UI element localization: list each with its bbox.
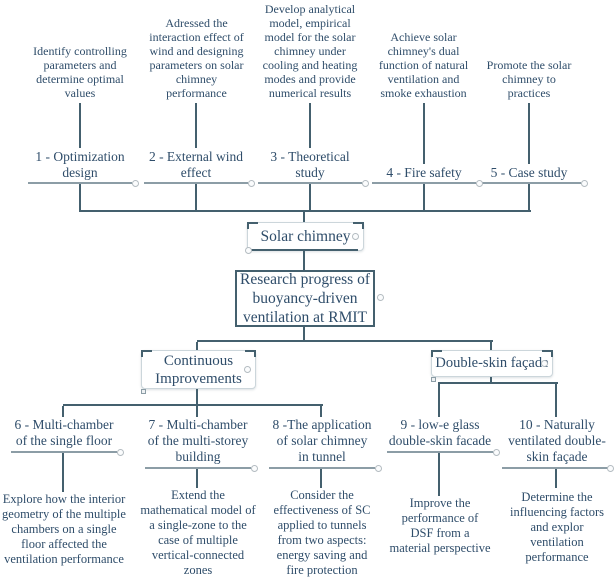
solar-chimney-box[interactable]: Solar chimney — [245, 222, 364, 254]
connector-line — [79, 184, 81, 210]
endpoint-handle[interactable] — [476, 180, 483, 187]
endpoint-handle[interactable] — [493, 449, 500, 456]
branch-3-label[interactable]: 3 - Theoretical study — [270, 149, 350, 180]
endpoint-handle[interactable] — [607, 465, 614, 472]
connector-line — [438, 384, 440, 417]
selection-handle[interactable] — [431, 377, 436, 382]
branch-1-label[interactable]: 1 - Optimization design — [35, 149, 125, 180]
selection-corner-icon — [141, 350, 152, 357]
root-box[interactable]: Research progress of buoyancy-driven ven… — [235, 270, 375, 327]
endpoint-handle[interactable] — [375, 465, 382, 472]
branch-10-description[interactable]: Determine the influencing factors and ex… — [509, 490, 605, 564]
connector-line — [62, 453, 64, 492]
connector-line — [423, 103, 425, 164]
connector-line — [490, 342, 492, 350]
branch-9-description[interactable]: Improve the performance of DSF from a ma… — [389, 496, 491, 555]
connector-line — [303, 251, 305, 270]
branch-10-label[interactable]: 10 - Naturally ventilated double- skin f… — [508, 417, 606, 464]
bus-line-top — [79, 210, 531, 212]
connector-line — [555, 469, 557, 488]
solar-chimney-label: Solar chimney — [260, 227, 351, 245]
selection-corner-icon — [245, 350, 256, 357]
connector-line — [79, 103, 81, 148]
box-bottom-line — [250, 249, 358, 251]
branch-9-label[interactable]: 9 - low-e glass double-skin facade — [388, 417, 492, 448]
selection-handle[interactable] — [141, 389, 146, 394]
selection-handle[interactable] — [245, 247, 252, 254]
branch-6-description[interactable]: Explore how the interior geometry of the… — [2, 492, 126, 566]
selection-corner-icon — [353, 222, 364, 229]
connector-line — [196, 469, 198, 488]
bus-line-groups — [197, 340, 493, 342]
branch-4-description[interactable]: Achieve solar chimney's dual function of… — [378, 30, 469, 100]
label-underline — [144, 182, 248, 184]
group-box-continuous-improvements[interactable]: Continuous Improvements — [141, 350, 256, 394]
selection-handle[interactable] — [541, 359, 548, 367]
label-underline — [477, 182, 581, 184]
endpoint-handle[interactable] — [117, 449, 124, 456]
connector-line — [309, 184, 311, 210]
connector-line — [309, 103, 311, 148]
label-underline — [145, 467, 251, 469]
connector-line — [528, 184, 530, 210]
branch-6-label[interactable]: 6 - Multi-chamber of the single floor — [14, 417, 114, 448]
branch-8-label[interactable]: 8 -The application of solar chimney in t… — [272, 417, 372, 464]
connector-line — [62, 406, 64, 417]
endpoint-handle[interactable] — [251, 465, 258, 472]
label-underline — [11, 451, 117, 453]
connector-line — [555, 384, 557, 417]
connector-line — [303, 327, 305, 340]
connector-line — [195, 103, 197, 148]
connector-line — [196, 342, 198, 350]
label-underline — [269, 467, 375, 469]
branch-8-description[interactable]: Consider the effectiveness of SC applied… — [273, 488, 371, 577]
connector-line — [196, 406, 198, 417]
label-underline — [502, 467, 608, 469]
connector-line — [490, 377, 492, 382]
selection-corner-icon — [431, 350, 442, 357]
branch-5-label[interactable]: 5 - Case study — [490, 165, 568, 180]
label-underline — [28, 182, 132, 184]
label-underline — [372, 182, 476, 184]
connector-line — [320, 469, 322, 488]
bus-line-right-group — [438, 382, 558, 384]
connector-line — [438, 453, 440, 496]
branch-2-description[interactable]: Adressed the interaction effect of wind … — [149, 16, 244, 100]
connector-line — [423, 184, 425, 210]
branch-5-description[interactable]: Promote the solar chimney to practices — [486, 58, 572, 100]
branch-2-label[interactable]: 2 - External wind effect — [148, 149, 244, 180]
selection-corner-icon — [542, 350, 553, 357]
selection-corner-icon — [247, 222, 258, 229]
label-underline — [387, 451, 493, 453]
branch-4-label[interactable]: 4 - Fire safety — [386, 165, 462, 180]
group-2-label: Double-skin façade — [435, 355, 549, 371]
branch-7-label[interactable]: 7 - Multi-chamber of the multi-storey bu… — [147, 417, 249, 464]
branch-3-description[interactable]: Develop analytical model, empirical mode… — [262, 2, 358, 100]
selection-handle[interactable] — [352, 232, 359, 240]
bus-line-left-group — [63, 404, 323, 406]
group-box-double-skin-facade[interactable]: Double-skin façade — [431, 350, 553, 382]
endpoint-handle[interactable] — [132, 180, 139, 187]
group-1-label: Continuous Improvements — [155, 352, 242, 387]
connector-line — [196, 389, 198, 404]
endpoint-handle[interactable] — [248, 180, 255, 187]
selection-handle[interactable] — [244, 365, 251, 373]
connector-line — [528, 103, 530, 164]
endpoint-handle[interactable] — [581, 180, 588, 187]
connector-line — [303, 210, 305, 222]
connector-line — [320, 406, 322, 417]
branch-1-description[interactable]: Identify controlling parameters and dete… — [33, 44, 127, 100]
connector-line — [195, 184, 197, 210]
selection-handle[interactable] — [377, 294, 384, 301]
branch-7-description[interactable]: Extend the mathematical model of a singl… — [140, 488, 256, 577]
label-underline — [258, 182, 362, 184]
root-label: Research progress of buoyancy-driven ven… — [240, 271, 370, 326]
endpoint-handle[interactable] — [362, 180, 369, 187]
